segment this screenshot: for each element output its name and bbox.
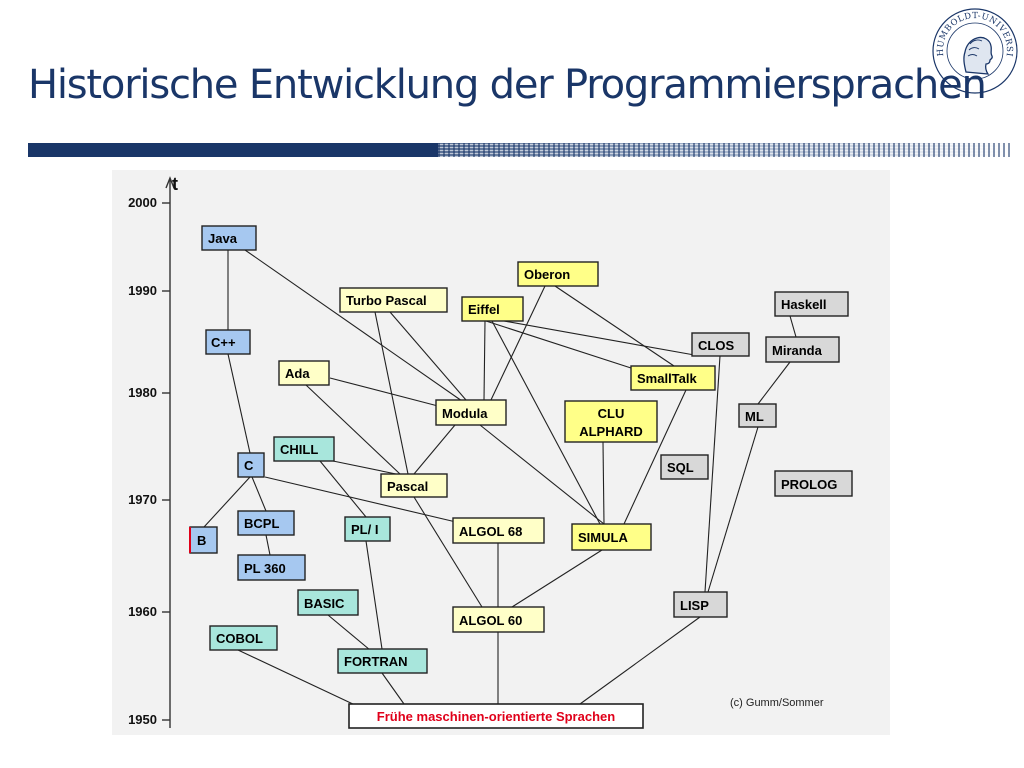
node-pl360: PL 360 <box>237 554 306 581</box>
node-smalltalk: SmallTalk <box>630 365 716 391</box>
svg-text:BCPL: BCPL <box>244 516 279 531</box>
svg-text:BASIC: BASIC <box>304 596 345 611</box>
node-clu-alphard: CLU ALPHARD <box>564 400 658 443</box>
node-basic: BASIC <box>297 589 359 616</box>
svg-text:Frühe maschinen-orientierte Sp: Frühe maschinen-orientierte Sprachen <box>377 709 615 724</box>
svg-text:LISP: LISP <box>680 598 709 613</box>
svg-text:CLOS: CLOS <box>698 338 734 353</box>
svg-text:Oberon: Oberon <box>524 267 570 282</box>
node-haskell: Haskell <box>774 291 849 317</box>
node-modula: Modula <box>435 399 507 426</box>
copyright-note: (c) Gumm/Sommer <box>730 697 824 709</box>
year-tick-label: 1990 <box>128 283 157 298</box>
node-miranda: Miranda <box>765 336 840 363</box>
svg-text:C: C <box>244 458 254 473</box>
node-fortran: FORTRAN <box>337 648 428 674</box>
svg-text:SmallTalk: SmallTalk <box>637 371 698 386</box>
svg-text:CHILL: CHILL <box>280 442 318 457</box>
year-tick-label: 1950 <box>128 712 157 727</box>
node-pascal: Pascal <box>380 473 448 498</box>
svg-text:SQL: SQL <box>667 460 694 475</box>
node-algol-68: ALGOL 68 <box>452 517 545 544</box>
node-oberon: Oberon <box>517 261 599 287</box>
node-prolog: PROLOG <box>774 470 853 497</box>
svg-text:ML: ML <box>745 409 764 424</box>
node-early-machine-languages: Frühe maschinen-orientierte Sprachen <box>348 703 644 729</box>
svg-text:Pascal: Pascal <box>387 479 428 494</box>
slide-title: Historische Entwicklung der Programmiers… <box>28 62 987 108</box>
svg-text:PROLOG: PROLOG <box>781 477 837 492</box>
time-axis <box>162 176 175 728</box>
svg-text:FORTRAN: FORTRAN <box>344 654 408 669</box>
svg-text:PL/ I: PL/ I <box>351 522 378 537</box>
svg-text:B: B <box>197 533 206 548</box>
node-lisp: LISP <box>673 591 728 618</box>
svg-text:Java: Java <box>208 231 238 246</box>
node-b: B <box>189 526 218 554</box>
node-bcpl: BCPL <box>237 510 295 536</box>
svg-text:SIMULA: SIMULA <box>578 530 628 545</box>
node-sql: SQL <box>660 454 709 480</box>
node-ada: Ada <box>278 360 330 386</box>
svg-text:Modula: Modula <box>442 406 488 421</box>
node-c: C <box>237 452 265 478</box>
svg-text:PL 360: PL 360 <box>244 561 286 576</box>
svg-text:Miranda: Miranda <box>772 343 823 358</box>
title-underline-fade <box>438 143 1010 157</box>
svg-text:ALPHARD: ALPHARD <box>579 424 643 439</box>
node-ml: ML <box>738 403 777 428</box>
svg-text:Ada: Ada <box>285 366 310 381</box>
node-eiffel: Eiffel <box>461 296 524 322</box>
year-tick-label: 1980 <box>128 385 157 400</box>
node-java: Java <box>201 225 257 251</box>
node-algol-60: ALGOL 60 <box>452 606 545 633</box>
svg-text:COBOL: COBOL <box>216 631 263 646</box>
svg-text:C++: C++ <box>211 335 236 350</box>
connector-lines <box>203 249 797 706</box>
year-tick-label: 1970 <box>128 492 157 507</box>
svg-text:CLU: CLU <box>598 406 625 421</box>
svg-text:Haskell: Haskell <box>781 297 827 312</box>
time-axis-label: t <box>172 174 178 194</box>
node-simula: SIMULA <box>571 523 652 551</box>
svg-text:Turbo Pascal: Turbo Pascal <box>346 293 427 308</box>
year-tick-label: 1960 <box>128 604 157 619</box>
node-cpp: C++ <box>205 329 251 355</box>
university-seal-logo: HUMBOLDT-UNIVERSITÄT ZU BERLIN <box>930 6 1018 94</box>
svg-text:Eiffel: Eiffel <box>468 302 500 317</box>
node-turbo-pascal: Turbo Pascal <box>339 287 448 313</box>
node-clos: CLOS <box>691 332 750 357</box>
svg-text:ALGOL 60: ALGOL 60 <box>459 613 522 628</box>
title-underline-bar <box>28 143 438 157</box>
node-pl1: PL/ I <box>344 516 391 542</box>
node-cobol: COBOL <box>209 625 278 651</box>
year-tick-label: 2000 <box>128 195 157 210</box>
node-chill: CHILL <box>273 436 335 462</box>
svg-text:ALGOL 68: ALGOL 68 <box>459 524 522 539</box>
